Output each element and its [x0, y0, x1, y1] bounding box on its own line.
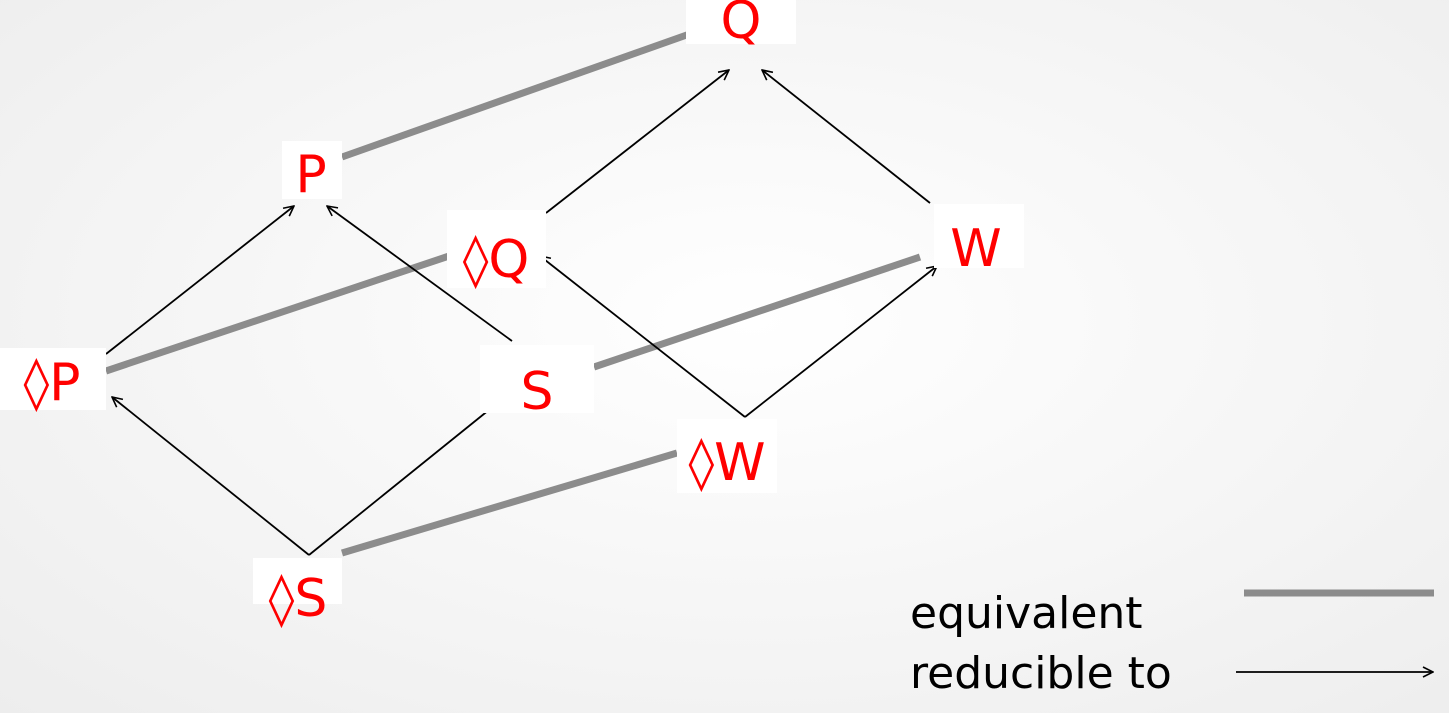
node-ds-label: ◊S	[269, 569, 328, 629]
node-q-label: Q	[721, 0, 762, 51]
legend: equivalent reducible to	[910, 588, 1434, 699]
equivalent-line-p-q	[340, 27, 700, 161]
arrow-dq-to-q	[545, 70, 729, 214]
arrow-w-to-q	[762, 70, 931, 204]
arrow-ds-to-dp	[112, 397, 310, 556]
equivalent-line-dp-dq	[104, 250, 457, 375]
arrow-dw-to-w	[744, 266, 937, 418]
node-q: Q	[686, 0, 796, 51]
node-s-label: S	[520, 362, 553, 422]
node-dq: ◊Q	[447, 210, 546, 290]
arrow-s-to-p	[327, 206, 513, 342]
arrow-dw-to-dq	[540, 256, 746, 418]
node-dq-label: ◊Q	[463, 230, 530, 290]
legend-equivalent-label: equivalent	[910, 588, 1143, 639]
node-dp: ◊P	[0, 348, 106, 413]
node-w: W	[934, 204, 1024, 279]
equivalence-lines	[104, 27, 922, 557]
equivalent-line-ds-dw	[340, 449, 679, 557]
arrow-dp-to-p	[105, 206, 294, 355]
arrow-ds-to-s	[308, 397, 505, 556]
node-p-label: P	[295, 145, 326, 205]
node-dw-label: ◊W	[688, 433, 765, 493]
node-ds: ◊S	[253, 558, 342, 629]
node-dp-label: ◊P	[23, 353, 80, 413]
node-p: P	[282, 141, 342, 205]
reducible-arrows	[105, 70, 937, 556]
node-s: S	[480, 345, 594, 422]
node-dw: ◊W	[677, 419, 777, 493]
equivalent-line-s-w	[592, 253, 922, 371]
nodes: Q P ◊Q W ◊P S ◊W ◊S	[0, 0, 1024, 629]
node-w-label: W	[950, 219, 1001, 279]
legend-reducible-label: reducible to	[910, 648, 1172, 699]
